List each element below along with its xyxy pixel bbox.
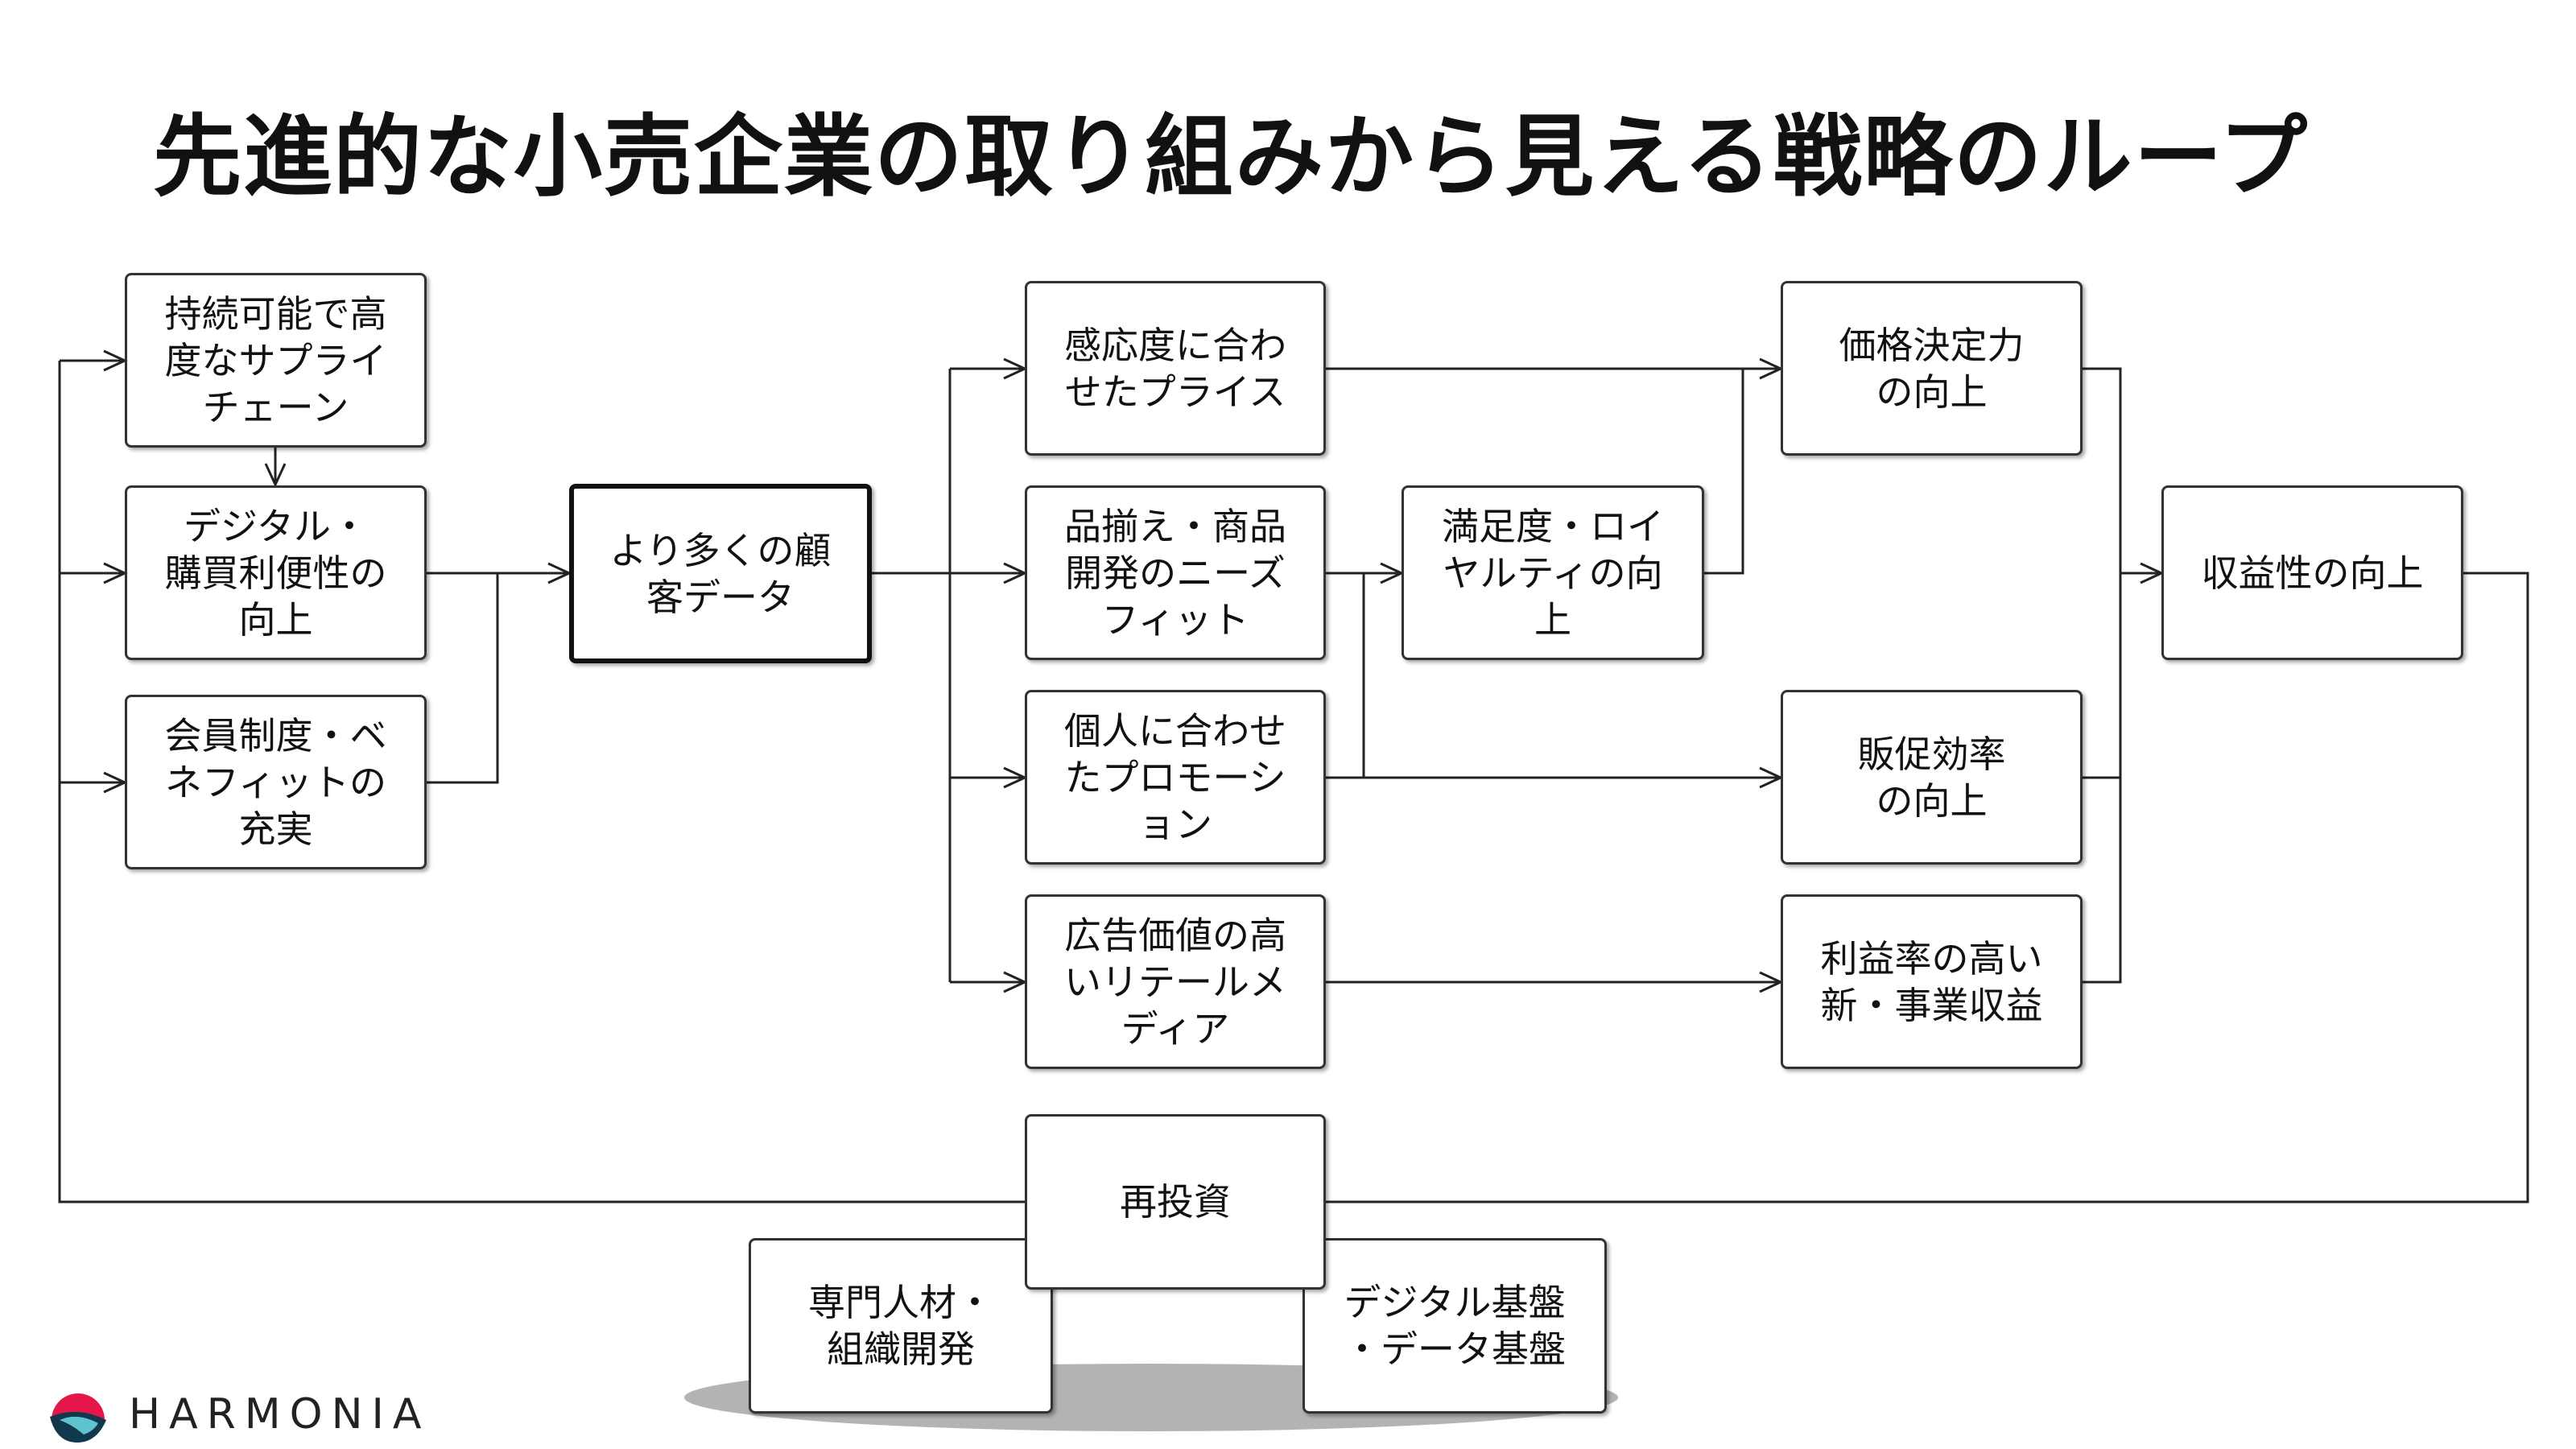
- node-data-platform: デジタル基盤 ・データ基盤: [1302, 1238, 1607, 1414]
- node-retail-media: 広告価値の高 いリテールメ ディア: [1025, 894, 1326, 1069]
- node-supply-chain: 持続可能で高 度なサプライ チェーン: [125, 273, 427, 448]
- node-personal-promotion: 個人に合わせ たプロモーシ ョン: [1025, 690, 1326, 865]
- node-new-revenue: 利益率の高い 新・事業収益: [1781, 894, 2083, 1069]
- node-reinvest: 再投資: [1025, 1114, 1326, 1290]
- node-sensitivity-pricing: 感応度に合わ せたプライス: [1025, 281, 1326, 456]
- brand-name: HARMONIA: [129, 1390, 431, 1439]
- node-digital-convenience: デジタル・ 購買利便性の 向上: [125, 485, 427, 660]
- node-promo-efficiency: 販促効率 の向上: [1781, 690, 2083, 865]
- node-assortment-fit: 品揃え・商品 開発のニーズ フィット: [1025, 485, 1326, 660]
- page-title: 先進的な小売企業の取り組みから見える戦略のループ: [153, 105, 2310, 208]
- node-customer-data: より多くの顧 客データ: [569, 484, 872, 663]
- node-membership: 会員制度・ベ ネフィットの 充実: [125, 695, 427, 869]
- node-talent: 専門人材・ 組織開発: [749, 1238, 1053, 1414]
- harmonia-logo-icon: [50, 1393, 106, 1443]
- brand: HARMONIA: [45, 1385, 430, 1444]
- node-profitability: 収益性の向上: [2161, 485, 2463, 660]
- loop-line: [58, 361, 2529, 1203]
- node-satisfaction-loyalty: 満足度・ロイ ヤルティの向 上: [1402, 485, 1704, 660]
- node-pricing-power: 価格決定力 の向上: [1781, 281, 2083, 456]
